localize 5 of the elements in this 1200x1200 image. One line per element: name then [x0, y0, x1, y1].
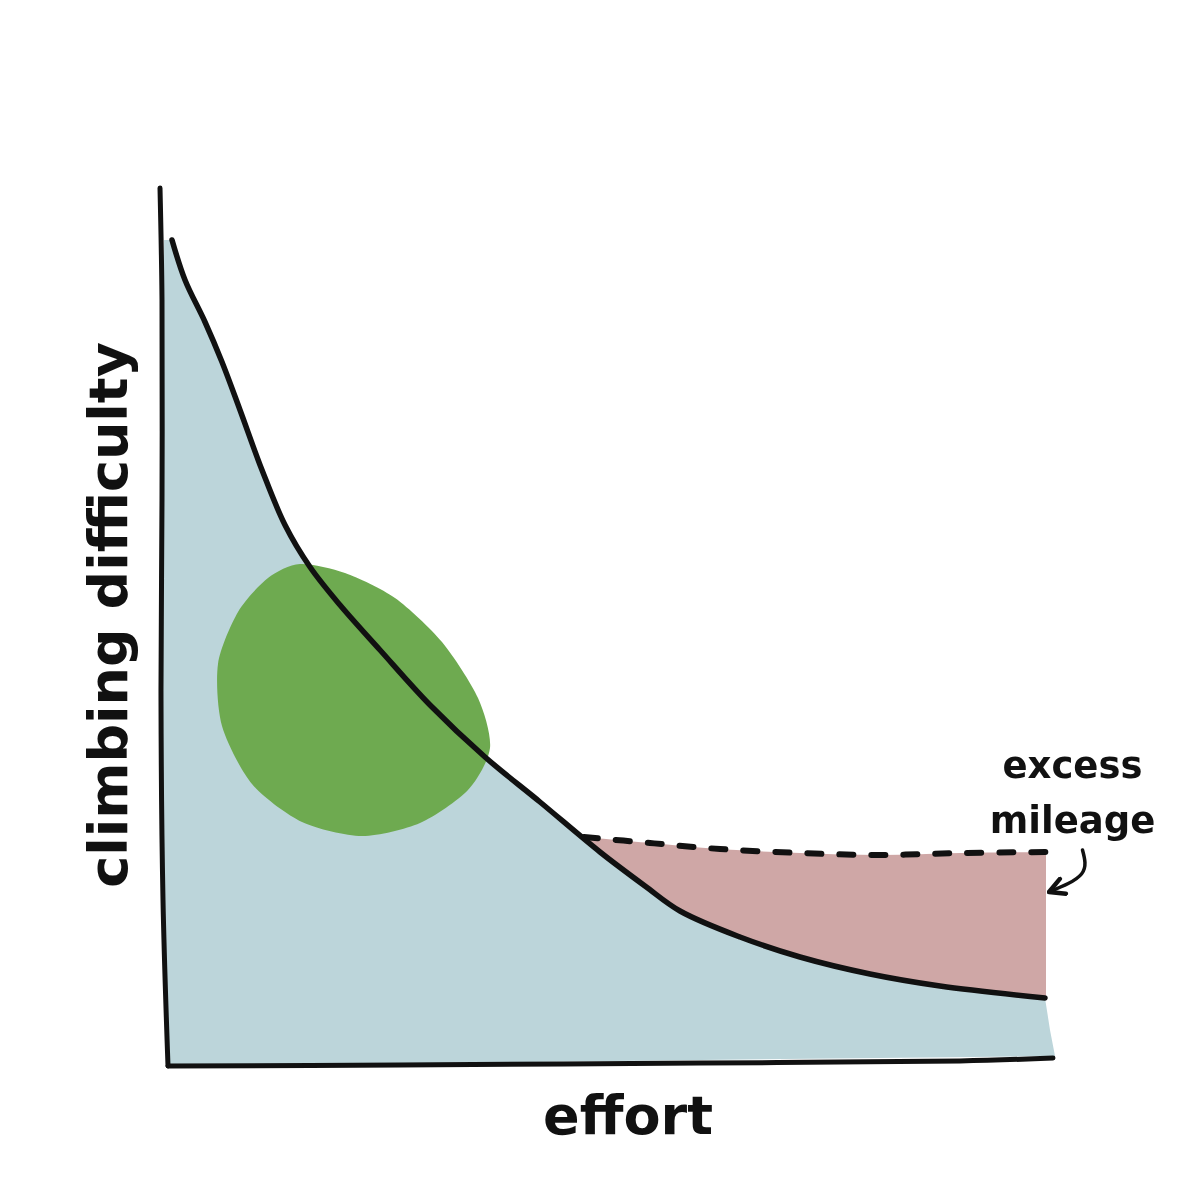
y-axis-title: climbing difficulty	[76, 342, 141, 888]
annotation-text: excess mileage	[988, 743, 1157, 844]
curved-arrow	[1046, 848, 1087, 896]
oval-blob	[217, 563, 491, 837]
x-axis-title: effort	[543, 1083, 713, 1149]
